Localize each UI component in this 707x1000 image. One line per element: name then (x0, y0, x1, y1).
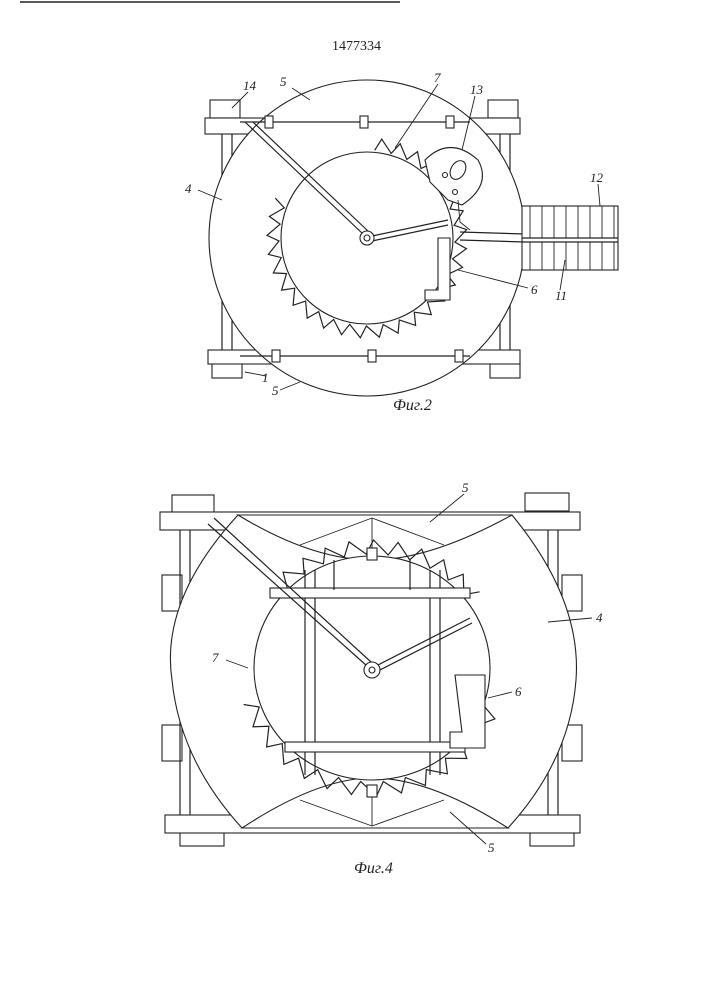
label-1: 1 (262, 370, 269, 385)
label-12: 12 (590, 170, 604, 185)
label-5-bottom: 5 (272, 383, 279, 398)
patent-number: 1477334 (332, 39, 381, 54)
label-5-top: 5 (280, 74, 287, 89)
label-11: 11 (555, 288, 567, 303)
label-4: 4 (185, 181, 192, 196)
label-13: 13 (470, 82, 484, 97)
label-14: 14 (243, 78, 257, 93)
label-6: 6 (531, 282, 538, 297)
label-5-top: 5 (462, 480, 469, 495)
fig4-caption: Фиг.4 (354, 860, 393, 877)
figure-4: 5 4 7 6 5 Фиг.4 (160, 480, 603, 877)
label-4: 4 (596, 610, 603, 625)
label-5-bottom: 5 (488, 840, 495, 855)
label-6: 6 (515, 684, 522, 699)
label-7: 7 (434, 70, 441, 85)
label-7: 7 (212, 650, 219, 665)
figure-2: 14 5 7 13 12 4 6 11 1 5 Фиг.2 (185, 70, 618, 414)
fig2-caption: Фиг.2 (393, 397, 432, 414)
